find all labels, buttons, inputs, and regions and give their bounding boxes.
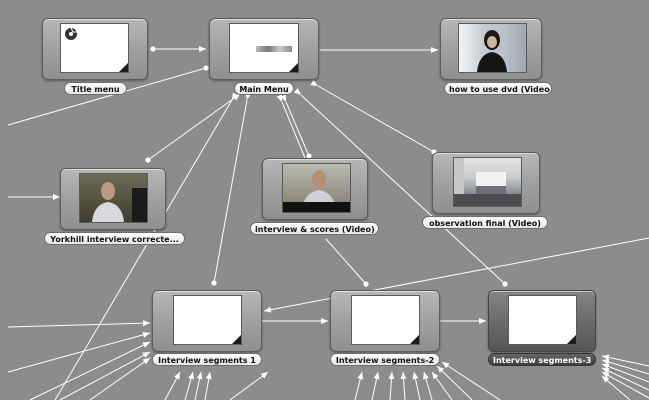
node-observation-final[interactable]: observation final (Video) (422, 152, 548, 232)
node-label: observation final (Video) (422, 216, 548, 229)
link-scores-seg2 (325, 238, 369, 287)
node-main-menu[interactable]: Main Menu (209, 18, 321, 98)
link-bottom-seg1-a (164, 371, 181, 400)
node-interview-segments-1[interactable]: Interview segments 1 (152, 290, 264, 370)
link-left-seg1-c (29, 341, 151, 400)
page-curl-corner-icon (289, 63, 298, 72)
video-thumbnail (458, 23, 527, 73)
link-right-seg3-b (601, 359, 649, 375)
link-bottom-seg2-a (354, 371, 364, 400)
node-label: Main Menu (234, 82, 294, 95)
menu-thumbnail (351, 295, 420, 345)
link-main-seg1 (211, 92, 252, 286)
link-bottom-seg2-g (431, 371, 453, 400)
link-left-seg1-a (7, 320, 151, 328)
link-right-seg3-f (601, 375, 631, 400)
node-how-to-use-dvd[interactable]: how to use dvd (Video) (440, 18, 556, 98)
link-bottom-seg2-e (412, 371, 421, 400)
node-label: Title menu (64, 82, 127, 95)
menu-thumbnail (229, 23, 299, 73)
link-left-seg1-b (7, 331, 151, 373)
page-curl-corner-icon (232, 335, 241, 344)
room-scene-icon (454, 158, 521, 206)
node-label: Interview segments-3 (488, 353, 596, 366)
menu-thumbnail (60, 23, 129, 73)
video-thumbnail (453, 157, 522, 207)
node-label: how to use dvd (Video) (444, 82, 552, 95)
page-curl-corner-icon (119, 63, 128, 72)
link-right-seg3-c (601, 363, 649, 383)
link-left-seg1-d (59, 351, 151, 400)
page-curl-corner-icon (567, 335, 576, 344)
link-bottom-seg2-f (423, 371, 433, 400)
page-curl-corner-icon (410, 335, 419, 344)
node-label: Yorkhill interview correcte... (44, 232, 185, 245)
link-bottom-seg1-c (194, 371, 203, 400)
node-yorkhill-interview[interactable]: Yorkhill interview correcte... (44, 168, 188, 248)
link-main-seg3 (293, 88, 508, 287)
node-label: Interview segments 1 (152, 353, 262, 366)
link-right-seg3-a (601, 354, 649, 367)
link-bottom-seg2-i (441, 361, 501, 400)
dvd-menu-icon (65, 27, 77, 40)
interviewee-figure-icon (283, 170, 350, 212)
link-bottom-seg1-b (184, 371, 194, 400)
link-main-scores-b (276, 94, 306, 159)
link-bottom-seg2-c (388, 371, 395, 400)
video-thumbnail (79, 173, 148, 223)
link-main-bottom-left (54, 92, 239, 400)
node-interview-scores[interactable]: interview & scores (Video) (250, 158, 380, 238)
link-bottom-seg1-d (204, 371, 212, 400)
link-bottom-seg2-d (400, 371, 407, 400)
menu-thumbnail (508, 295, 577, 345)
node-label: Interview segments-2 (330, 353, 440, 366)
link-right-edge (263, 237, 649, 313)
link-left-seg1-e (89, 357, 151, 400)
link-yorkhill-main (145, 93, 241, 163)
link-right-seg3-e (601, 371, 649, 399)
link-bottom-seg2-b (371, 371, 380, 400)
interviewee-figure-icon (92, 182, 147, 222)
link-main-scores-a (280, 94, 312, 159)
menu-button-strip (256, 46, 292, 52)
link-main-observation (310, 79, 437, 155)
link-offcanvas-main (7, 65, 209, 126)
link-bottom-seg2-h (436, 365, 473, 400)
node-label: interview & scores (Video) (250, 222, 379, 235)
node-interview-segments-2[interactable]: Interview segments-2 (330, 290, 442, 370)
link-right-seg3-d (601, 367, 649, 391)
menu-thumbnail (173, 295, 242, 345)
presenter-figure-icon (477, 30, 507, 72)
node-interview-segments-3[interactable]: Interview segments-3 (488, 290, 600, 370)
link-bottom-seg1-e (229, 371, 269, 400)
video-thumbnail (282, 163, 351, 213)
node-title-menu[interactable]: Title menu (42, 18, 150, 98)
